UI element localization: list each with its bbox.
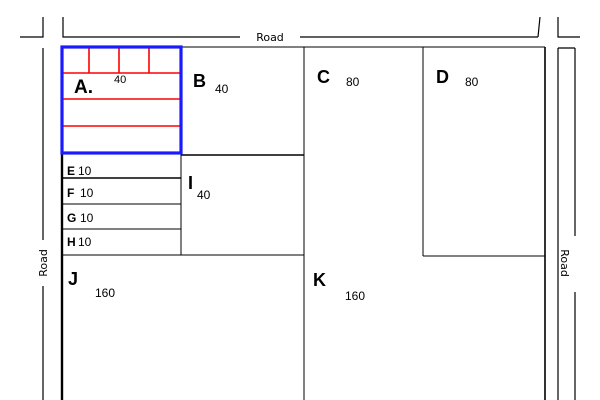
plot-b-size: 40 [215,82,229,96]
plot-labels: A. 40 B 40 C 80 D 80 E 10 F 10 G 10 H 10… [67,67,479,303]
plot-h-letter: H [67,235,76,249]
plot-b-letter: B [193,71,206,91]
plot-c-size: 80 [346,75,360,89]
road-edges [20,16,580,400]
plot-e-letter: E [67,164,75,178]
plot-c-letter: C [317,67,330,87]
top-right-inner-tick [537,16,541,38]
plot-g-size: 10 [80,211,94,225]
plot-k-letter: K [313,270,326,290]
road-label-right: Road [558,249,571,277]
plot-d-size: 80 [465,75,479,89]
road-label-left: Road [37,249,50,277]
plot-d-letter: D [436,67,449,87]
plot-a-highlight[interactable] [60,45,183,155]
plot-outlines [60,46,546,400]
plot-a-subdivisions [62,47,181,127]
road-label-top: Road [256,31,284,44]
top-left-outer-corner [20,17,44,38]
plot-g-letter: G [67,211,76,225]
plot-i-letter: I [188,173,193,193]
plot-j-size: 160 [95,286,115,300]
plot-f-letter: F [67,186,74,200]
top-road-line-left [62,17,240,38]
plot-k-size: 160 [345,289,365,303]
plot-i-size: 40 [197,188,211,202]
plot-a-border [60,45,183,155]
plot-j-letter: J [68,269,78,289]
plot-h-size: 10 [78,235,92,249]
plot-f-size: 10 [80,186,94,200]
plot-a-letter: A. [74,77,93,98]
top-right-outer-corner [557,17,580,38]
plot-a-size: 40 [114,74,126,86]
plot-e-size: 10 [78,164,92,178]
